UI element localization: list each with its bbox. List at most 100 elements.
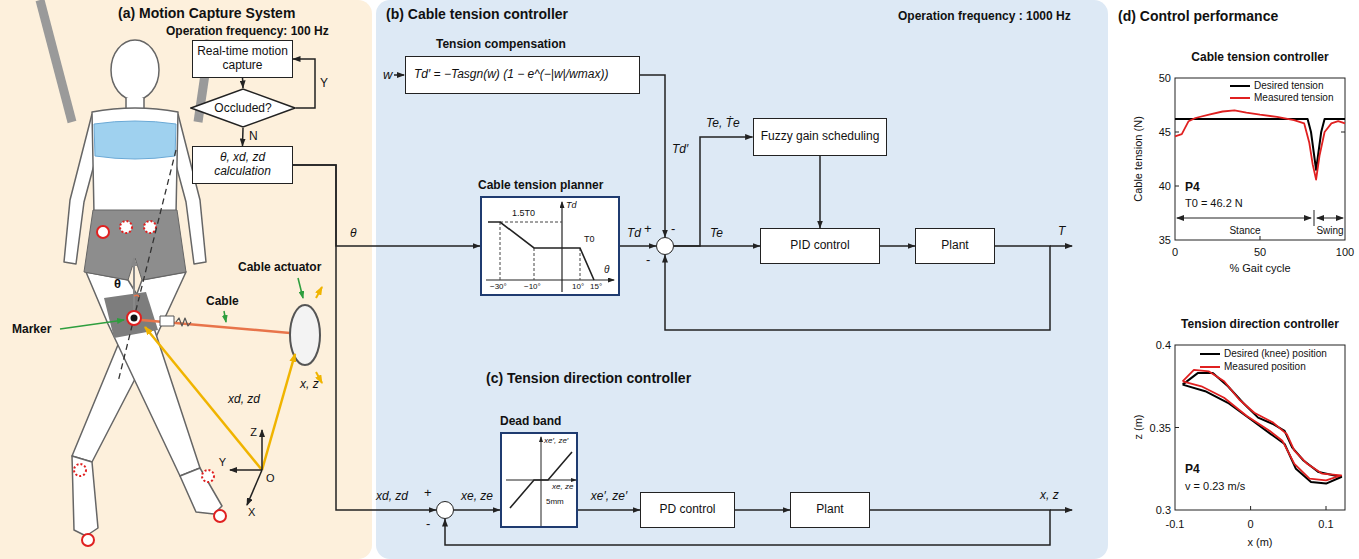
node-text: PID control [790,239,849,253]
edge-label: x, z [1040,489,1059,503]
legend-text: Desired tension [1254,80,1323,92]
annotation-label: Cable tension controller [1191,51,1328,65]
node-text: - [426,517,430,531]
process-box: Fuzzy gain scheduling [753,118,888,156]
node-text: Dead band [500,415,561,428]
annotation-label: 0.4 [1156,339,1171,352]
node-text: Td [566,201,577,211]
annotation-label: v = 0.23 m/s [1185,480,1245,493]
annotation-label: 0.35 [1150,421,1171,434]
edge-label: Te, Ṫe [706,117,740,131]
chart-frames [1175,78,1345,510]
connector [640,75,665,237]
position-curves [1183,370,1342,484]
node-text: (c) Tension direction controller [486,371,691,386]
annotation-label: T0 = 46.2 N [1185,197,1243,210]
annotation-label: x, z [300,378,319,392]
annotation-label: 0 [1172,246,1178,259]
curve [1175,119,1345,170]
node-text: θ, xd, zd calculation [197,151,288,179]
edge-label: xe′, ze′ [591,490,628,504]
node-text: Occluded? [214,101,271,115]
node-text: −10° [524,283,541,292]
node-text: Plant [941,239,968,253]
connector [242,78,244,88]
legend-text: Measured tension [1254,92,1334,104]
node-text: - [671,222,675,236]
deadband-box: Dead bandxe′, ze′xe, ze5mm [500,432,578,528]
connector [735,509,790,511]
decision-diamond: Occluded? [190,88,296,128]
node-text: Operation frequency : 1000 Hz [898,10,1071,23]
process-box: Real-time motion capture [192,40,293,78]
process-box: θ, xd, zd calculation [192,146,293,184]
annotation-label: Tension direction controller [1181,318,1339,332]
process-box: Plant [790,492,870,528]
edge-label: xd, zd [376,490,408,504]
edge-label: Te [710,227,723,241]
summing-junction: +- [436,501,454,519]
connector [242,128,244,146]
annotation-label: θ [114,277,121,292]
process-box: PD control [640,492,735,528]
node-text: 5mm [546,498,564,507]
node-text: −30° [490,283,507,292]
node-text: (b) Cable tension controller [386,7,568,22]
edge-label: Td′ [672,143,688,157]
annotation-label: 0 [1248,518,1254,531]
annotation-label: Swing [1316,225,1343,237]
edge-label: Td [627,227,641,241]
connector [578,509,640,511]
annotation-label: Marker [12,323,51,337]
legend-sample [1200,353,1220,355]
node-text: 15° [590,283,602,292]
annotation-label: Stance [1229,225,1260,237]
node-text: Real-time motion capture [197,45,288,73]
annotation-label: 40 [1159,180,1171,193]
legend-sample [1230,85,1250,87]
annotation-label: Cable tension (N) [1132,116,1145,202]
node-text: xe′, ze′ [544,437,568,446]
annotation-label: % Gait cycle [1229,262,1290,275]
connector [665,246,1050,330]
connector [293,165,480,246]
annotation-label: -0.1 [1166,518,1185,531]
node-text: θ [604,264,609,275]
legend-sample [1230,97,1250,99]
annotation-label: P4 [1185,181,1200,195]
node-text: Cable tension planner [478,179,603,192]
node-text: + [424,486,432,500]
panel: (b) Cable tension controller Operation fr… [376,0,1108,559]
summing-junction: +-- [656,237,674,255]
node-text: Fuzzy gain scheduling [761,130,880,144]
legend-sample [1200,366,1220,368]
annotation-label: P4 [1185,463,1200,477]
annotation-label: w [383,68,392,83]
node-text: - [646,253,650,267]
annotation-label: 0.3 [1156,504,1171,517]
annotation-label: xd, zd [228,393,260,407]
equation-box: Tension compensationTd′ = −Tasgn(w) (1 −… [405,56,640,94]
annotation-label: 50 [1159,72,1171,85]
planner-box: Cable tension planner1.5T0TdT0θ−30°−10°1… [480,196,620,296]
edge-label: N [249,130,258,144]
process-box: Plant [915,228,995,264]
annotation-label: x (m) [1247,536,1272,549]
edge-label: θ [350,227,357,241]
annotation-label: 35 [1159,234,1171,247]
annotation-label: X [248,506,255,519]
node-text: PD control [659,503,715,517]
node-text: Operation frequency: 100 Hz [166,25,329,38]
edge-label: T [1058,225,1065,239]
connector [293,165,436,510]
signal-lines [394,75,1072,510]
connector [620,245,656,247]
node-text: 1.5T0 [512,209,535,219]
annotation-label: Z [250,426,257,439]
node-text: Plant [816,503,843,517]
node-text: Td′ = −Tasgn(w) (1 − e^(−|w|/wmax)) [414,68,608,81]
connector [293,59,315,108]
deadband-graph [502,434,580,530]
